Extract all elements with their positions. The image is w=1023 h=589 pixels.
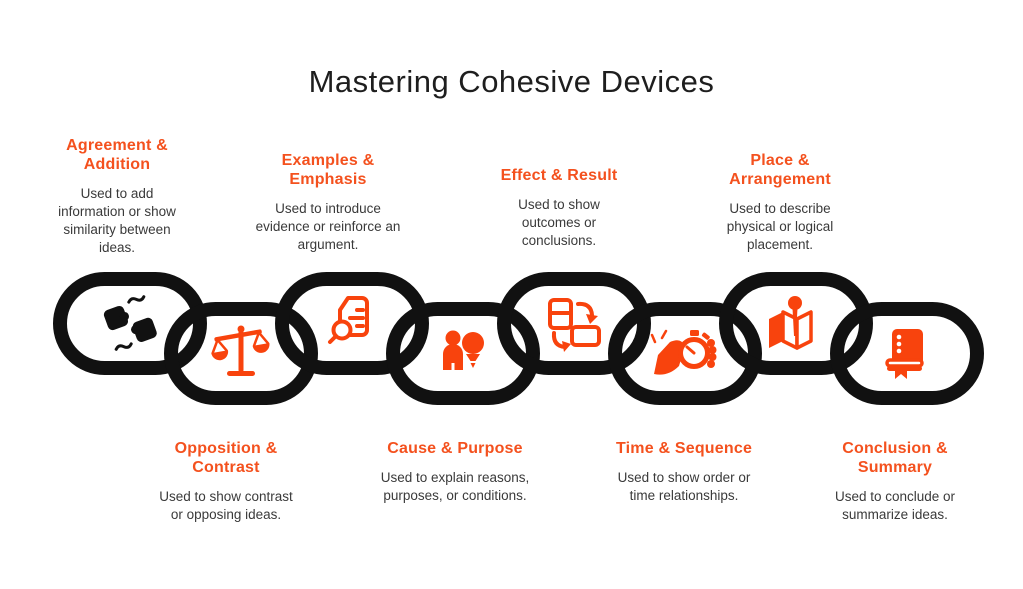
chain-link [497,272,651,375]
section-place-arrangement: Place & Arrangement Used to describe phy… [690,152,870,254]
chain-link [53,272,207,375]
section-description: Used to explain reasons, purposes, or co… [380,469,530,503]
section-description: Used to conclude or summarize ideas. [834,488,956,522]
section-agreement-addition: Agreement & Addition Used to add informa… [27,137,207,257]
section-heading: Opposition & Contrast [174,440,278,476]
section-cause-purpose: Cause & Purpose Used to explain reasons,… [360,440,550,505]
section-heading: Time & Sequence [615,440,753,457]
chain-link [830,302,984,405]
section-description: Used to show outcomes or conclusions. [518,196,600,249]
section-description: Used to describe physical or logical pla… [726,200,834,252]
section-heading: Examples & Emphasis [281,152,375,188]
orientation-swap-icon [548,298,601,352]
chain-link [164,302,318,405]
section-examples-emphasis: Examples & Emphasis Used to introduce ev… [238,152,418,254]
section-heading: Conclusion & Summary [842,440,948,476]
section-description: Used to show contrast or opposing ideas. [159,488,293,522]
section-description: Used to show order or time relationships… [617,469,751,503]
balance-scale-icon [211,325,270,376]
book-icon [885,329,924,379]
person-idea-icon [443,330,484,370]
chain-link [275,272,429,375]
section-heading: Cause & Purpose [387,440,523,457]
chain-link [719,272,873,375]
section-description: Used to add information or show similari… [58,185,176,255]
section-conclusion-summary: Conclusion & Summary Used to conclude or… [805,440,985,524]
page-title: Mastering Cohesive Devices [308,64,715,99]
chain-link [386,302,540,405]
section-time-sequence: Time & Sequence Used to show order or ti… [579,440,789,505]
puzzle-pieces-icon [103,295,157,351]
document-search-icon [328,296,369,344]
section-heading: Place & Arrangement [729,152,831,188]
chain-link [608,302,762,405]
chain-graphic [53,272,984,405]
section-effect-result: Effect & Result Used to show outcomes or… [469,167,649,250]
section-opposition-contrast: Opposition & Contrast Used to show contr… [136,440,316,524]
section-heading: Agreement & Addition [66,137,168,173]
section-heading: Effect & Result [500,167,618,184]
section-description: Used to introduce evidence or reinforce … [255,200,401,252]
map-pin-icon [769,296,813,350]
hand-stopwatch-icon [650,329,717,375]
